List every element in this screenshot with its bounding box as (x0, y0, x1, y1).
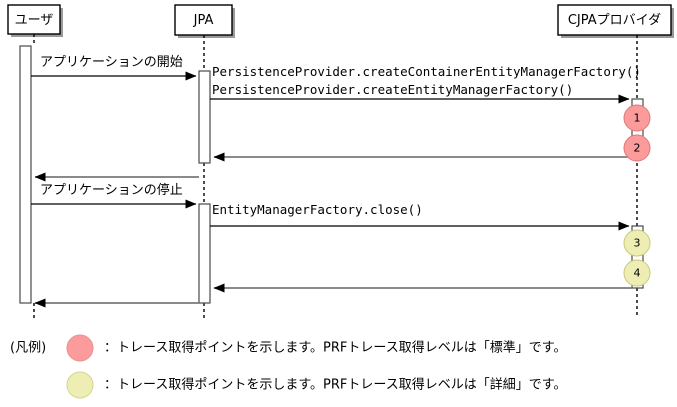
activation-jpa-1 (198, 70, 211, 164)
message-label-m2: PersistenceProvider.createContainerEntit… (212, 64, 641, 79)
message-label-m6: アプリケーションの停止 (40, 182, 183, 198)
message-label-m7: EntityManagerFactory.close() (212, 202, 423, 217)
message-label-m3: PersistenceProvider.createEntityManagerF… (212, 82, 573, 97)
lifeline-user-box (7, 4, 61, 35)
trace-marker-2-label: 2 (634, 142, 641, 155)
lifeline-jpa: JPA (174, 4, 235, 318)
legend: (凡例) ：トレース取得ポイントを示します。PRFトレース取得レベルは「標準」で… (10, 334, 566, 399)
legend-text-detail: ：トレース取得ポイントを示します。PRFトレース取得レベルは「詳細」です。 (104, 377, 566, 393)
trace-marker-4-label: 4 (634, 267, 641, 280)
trace-marker-4: 4 (623, 259, 651, 287)
activation-jpa-2 (198, 203, 211, 304)
trace-marker-3-label: 3 (634, 237, 641, 250)
trace-marker-3: 3 (623, 229, 651, 257)
lifeline-user: ユーザ (7, 4, 63, 318)
lifeline-cjpa-box (557, 4, 672, 36)
trace-marker-1: 1 (623, 104, 651, 132)
lifeline-cjpa: CJPAプロバイダ (557, 4, 674, 318)
legend-swatch-standard (66, 334, 94, 362)
message-label-m1: アプリケーションの開始 (40, 55, 183, 70)
legend-swatch-detail (66, 371, 94, 399)
legend-title: (凡例) (10, 341, 46, 356)
legend-text-standard: ：トレース取得ポイントを示します。PRFトレース取得レベルは「標準」です。 (104, 340, 566, 356)
lifeline-user-label: ユーザ (15, 13, 54, 28)
activation-cjpa-2 (631, 225, 644, 289)
trace-marker-1-label: 1 (634, 112, 641, 125)
trace-marker-2: 2 (623, 134, 651, 162)
lifeline-cjpa-label: CJPAプロバイダ (568, 13, 661, 28)
activation-user (19, 45, 32, 304)
lifeline-jpa-box (174, 4, 233, 36)
lifeline-jpa-label: JPA (193, 13, 214, 28)
